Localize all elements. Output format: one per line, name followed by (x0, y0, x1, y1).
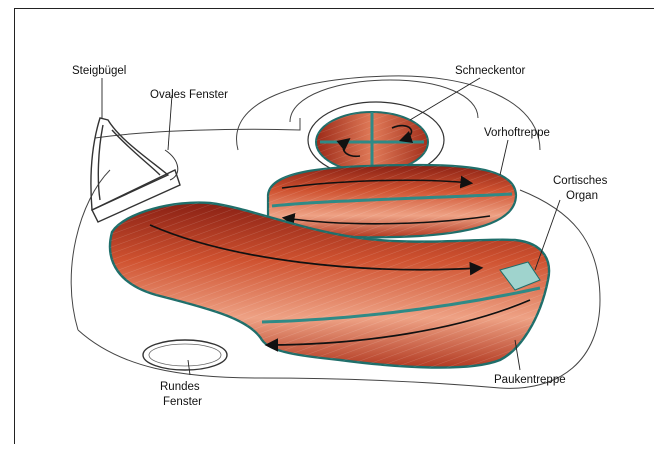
label-vorhoftreppe: Vorhoftreppe (484, 127, 550, 139)
label-rundes-fenster-line2: Fenster (163, 396, 202, 408)
label-rundes-fenster-line1: Rundes (160, 381, 200, 393)
label-paukentreppe: Paukentreppe (494, 374, 566, 386)
round-window-shape (143, 340, 227, 370)
label-steigbuegel: Steigbügel (72, 65, 126, 77)
label-cortisches-organ-line1: Cortisches (553, 175, 608, 187)
label-ovales-fenster: Ovales Fenster (150, 89, 228, 101)
label-schneckentor: Schneckentor (455, 65, 525, 77)
label-cortisches-organ-line2: Organ (566, 190, 598, 202)
